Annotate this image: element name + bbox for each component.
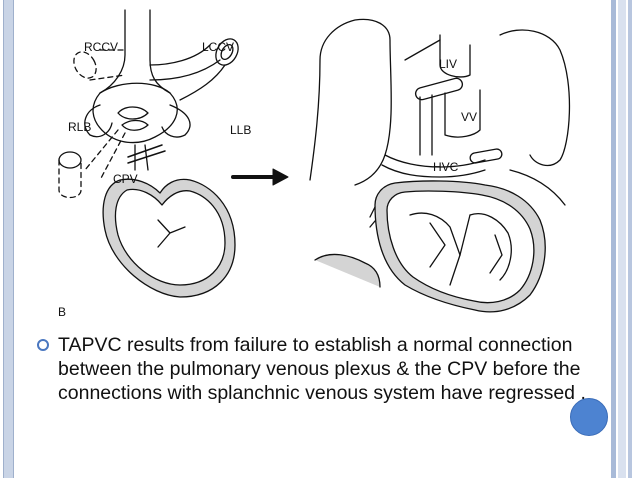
right-decorative-rule-inner <box>618 0 626 478</box>
slide-nav-circle-icon[interactable] <box>570 398 608 436</box>
left-decorative-rule <box>3 0 14 478</box>
label-rlb: RLB <box>68 120 91 134</box>
label-rccv: RCCV <box>84 40 118 54</box>
left-panel <box>58 9 239 298</box>
label-liv: LIV <box>439 57 457 71</box>
right-decorative-rule-edge <box>628 0 632 478</box>
label-hvc: HVC <box>433 160 459 174</box>
right-decorative-rule <box>611 0 616 478</box>
right-panel <box>309 18 571 313</box>
bullet-icon <box>37 339 49 351</box>
slide-body-text: TAPVC results from failure to establish … <box>58 334 586 404</box>
label-panel-b: B <box>58 305 66 319</box>
label-vv: VV <box>461 110 477 124</box>
label-lccv: LCCV <box>202 40 234 54</box>
label-llb: LLB <box>230 123 251 137</box>
embryology-diagram: RCCV LCCV RLB LLB CPV B LIV VV HVC <box>58 9 571 319</box>
label-cpv: CPV <box>113 172 138 186</box>
